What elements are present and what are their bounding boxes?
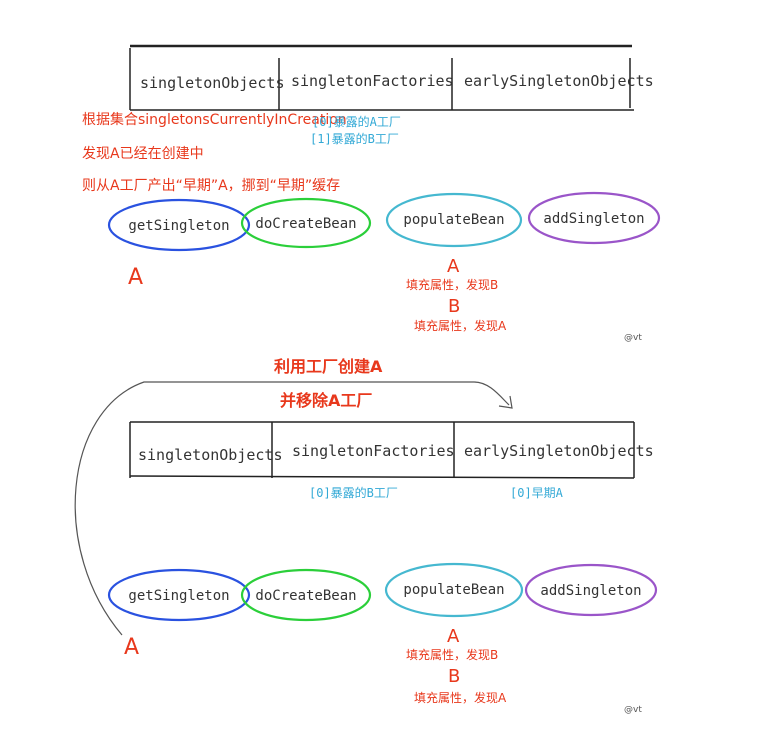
node2-do-create-bean-label: doCreateBean <box>255 588 356 604</box>
panel-before-svg: singletonObjects singletonFactories earl… <box>82 44 661 343</box>
factory-note-a: [0]暴露的A工厂 <box>312 114 401 129</box>
watermark-2: @vt <box>624 705 642 715</box>
node2-populate-bean-label: populateBean <box>403 582 504 598</box>
node-do-create-bean-label: doCreateBean <box>255 216 356 232</box>
node-get-singleton: getSingleton <box>107 198 251 252</box>
node-do-create-bean: doCreateBean <box>240 197 372 249</box>
watermark: @vt <box>624 333 642 343</box>
node-add-singleton-label: addSingleton <box>543 211 644 227</box>
label2-a-left: A <box>124 635 139 660</box>
fill-a-note: 填充属性，发现B <box>406 277 498 292</box>
node2-add-singleton-ellipse <box>524 563 658 617</box>
label2-a-populate: A <box>447 626 460 647</box>
node-add-singleton: addSingleton <box>527 191 661 245</box>
label2-b: B <box>448 666 460 687</box>
node-populate-bean-label: populateBean <box>403 212 504 228</box>
node2-get-singleton: getSingleton <box>107 568 251 622</box>
cell2-singleton-objects: singletonObjects <box>138 446 283 464</box>
cache-table: singletonObjects singletonFactories earl… <box>129 44 654 111</box>
node-get-singleton-ellipse <box>107 198 251 252</box>
loop-arrow-path <box>74 381 510 636</box>
cache-table-2: singletonObjects singletonFactories earl… <box>129 421 654 479</box>
fill-b-note: 填充属性，发现A <box>414 318 507 333</box>
title-create-a: 利用工厂创建A <box>274 357 383 376</box>
title-remove-factory: 并移除A工厂 <box>280 391 372 410</box>
table2-bottom-border <box>129 475 635 479</box>
panel-before: singletonObjects singletonFactories earl… <box>44 20 724 345</box>
node2-get-singleton-label: getSingleton <box>128 588 229 604</box>
node-populate-bean-ellipse <box>385 192 523 248</box>
node2-populate-bean-ellipse <box>384 562 524 618</box>
cell-singleton-factories: singletonFactories <box>291 72 454 90</box>
cell-singleton-objects: singletonObjects <box>140 74 285 92</box>
note-a-in-creation: 发现A已经在创建中 <box>82 146 204 162</box>
factory-note-b: [1]暴露的B工厂 <box>310 131 399 146</box>
fill2-b-note: 填充属性，发现A <box>414 690 507 705</box>
node2-add-singleton: addSingleton <box>524 563 658 617</box>
node2-get-singleton-ellipse <box>107 568 251 622</box>
fill2-a-note: 填充属性，发现B <box>406 647 498 662</box>
panel-after-svg: 利用工厂创建A 并移除A工厂 singletonObjects singleto… <box>74 357 658 715</box>
label-a-left: A <box>128 265 143 290</box>
cell2-early-singleton-objects: earlySingletonObjects <box>464 442 654 460</box>
loop-arrow-head <box>498 395 513 409</box>
note-creation-set: 根据集合singletonsCurrentlyInCreation <box>82 111 347 128</box>
node-populate-bean: populateBean <box>385 192 523 248</box>
node-get-singleton-label: getSingleton <box>128 218 229 234</box>
label-a-populate: A <box>447 256 460 277</box>
node2-populate-bean: populateBean <box>384 562 524 618</box>
factory-note-b-2: [0]暴露的B工厂 <box>309 485 398 500</box>
node2-add-singleton-label: addSingleton <box>540 583 641 599</box>
early-a-note: [0]早期A <box>510 486 564 500</box>
node2-do-create-bean-ellipse <box>240 568 372 622</box>
cell-early-singleton-objects: earlySingletonObjects <box>464 72 654 90</box>
label-b: B <box>448 296 460 317</box>
node2-do-create-bean: doCreateBean <box>240 568 372 622</box>
node-do-create-bean-ellipse <box>240 197 372 249</box>
node-add-singleton-ellipse <box>527 191 661 245</box>
note-early-a: 则从A工厂产出“早期”A，挪到“早期”缓存 <box>82 178 340 194</box>
panel-after: 利用工厂创建A 并移除A工厂 singletonObjects singleto… <box>44 350 724 720</box>
cell2-singleton-factories: singletonFactories <box>292 442 455 460</box>
